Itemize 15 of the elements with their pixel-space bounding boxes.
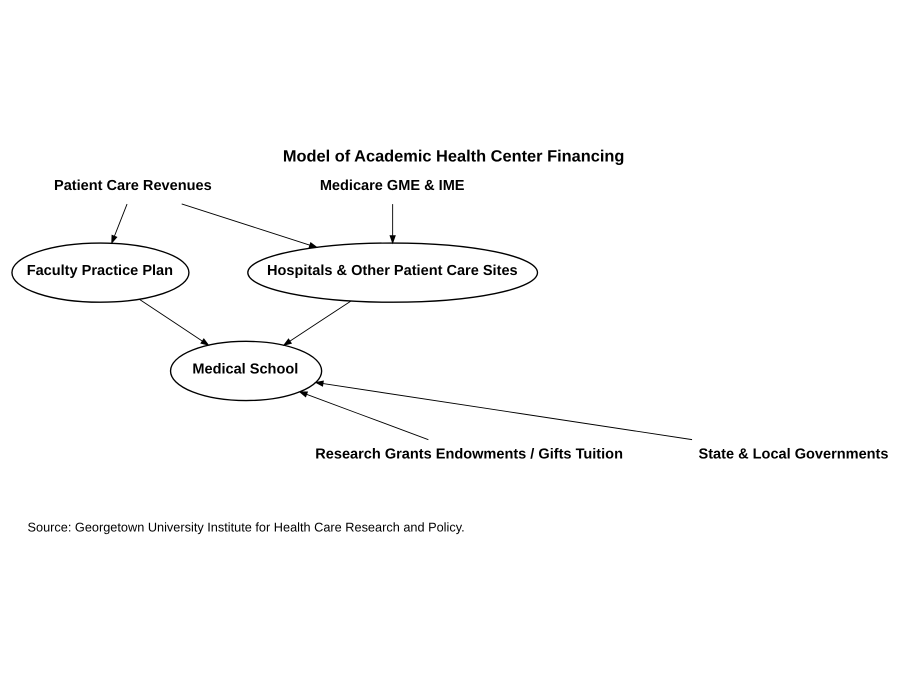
arrow: [282, 300, 352, 346]
arrow: [314, 380, 692, 440]
arrow: [181, 203, 318, 248]
arrow: [139, 298, 210, 346]
arrow: [298, 390, 429, 440]
node-text: Medicare GME & IME: [320, 178, 465, 194]
node-ellipse: Faculty Practice Plan: [11, 242, 190, 302]
arrow: [389, 203, 396, 244]
node-ellipse: Medical School: [170, 340, 322, 401]
caption: Source: Georgetown University Institute for Health Care Research and Policy.: [27, 518, 465, 534]
node-text: Patient Care Revenues: [54, 178, 212, 194]
diagram-title: Model of Academic Health Center Financing: [282, 146, 624, 165]
node-text: Research Grants Endowments / Gifts Tuition: [315, 446, 623, 462]
arrow: [111, 203, 128, 244]
node-text: State & Local Governments: [698, 446, 888, 462]
